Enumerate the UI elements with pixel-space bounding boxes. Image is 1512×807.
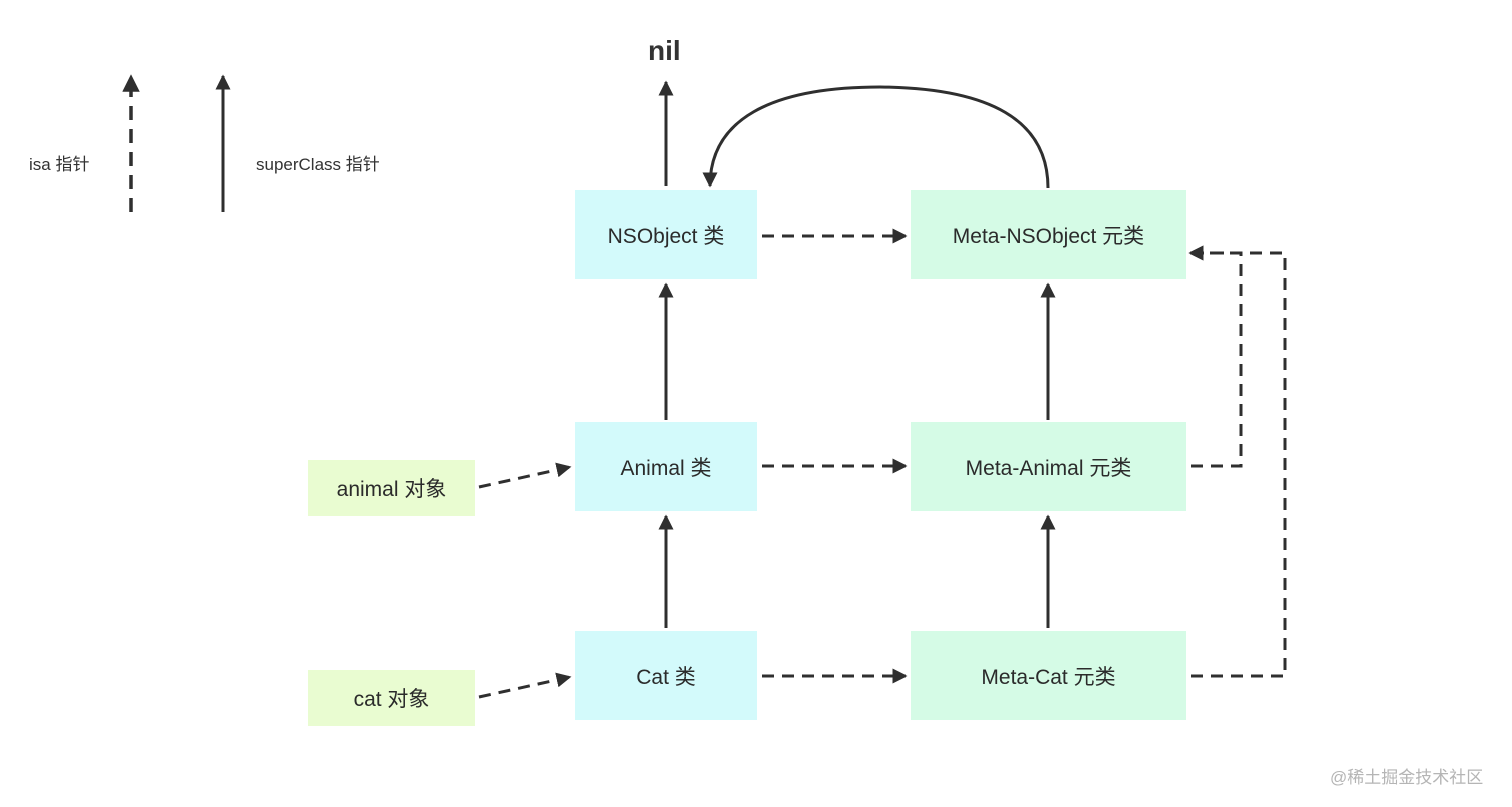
legend-isa-label: isa 指针 xyxy=(29,155,90,174)
node-cat-object: cat 对象 xyxy=(308,670,475,726)
node-meta-nsobject: Meta-NSObject 元类 xyxy=(911,190,1186,279)
edge-metacat-isa xyxy=(1188,245,1287,678)
node-label: cat 对象 xyxy=(353,688,430,711)
node-label: Meta-NSObject 元类 xyxy=(952,224,1145,248)
node-nsobject-class: NSObject 类 xyxy=(575,190,757,279)
node-label: NSObject 类 xyxy=(607,224,725,248)
node-label: Meta-Cat 元类 xyxy=(981,665,1116,689)
node-meta-cat: Meta-Cat 元类 xyxy=(911,631,1186,720)
node-label: Cat 类 xyxy=(636,665,696,689)
node-label: Animal 类 xyxy=(620,456,712,480)
watermark: @稀土掘金技术社区 xyxy=(1330,768,1484,787)
node-cat-class: Cat 类 xyxy=(575,631,757,720)
edge-animalobj-isa xyxy=(478,462,572,489)
legend-superclass-label: superClass 指针 xyxy=(256,155,380,174)
node-label: animal 对象 xyxy=(336,478,447,501)
node-label: Meta-Animal 元类 xyxy=(965,456,1132,480)
node-animal-object: animal 对象 xyxy=(308,460,475,516)
edge-metaanimal-isa xyxy=(1188,245,1243,468)
node-meta-animal: Meta-Animal 元类 xyxy=(911,422,1186,511)
nil-label: nil xyxy=(648,35,681,66)
node-animal-class: Animal 类 xyxy=(575,422,757,511)
edge-metansobject-to-nsobject xyxy=(702,85,1050,189)
edge-catobj-isa xyxy=(478,672,572,699)
